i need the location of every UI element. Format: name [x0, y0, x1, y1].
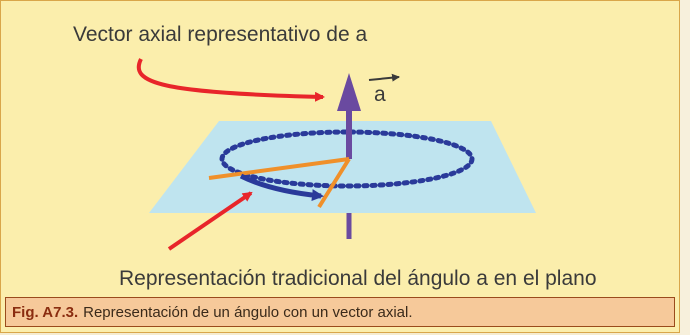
vector-symbol: a [374, 83, 386, 106]
diagram: Vector axial representativo de a a Repre… [73, 23, 597, 290]
angle-label: Representación tradicional del ángulo a … [119, 267, 597, 290]
pointer-to-vector [136, 58, 325, 102]
caption-text: Representación de un ángulo con un vecto… [83, 303, 413, 321]
caption-label: Fig. A7.3. [12, 303, 79, 321]
pointer-to-angle [167, 191, 253, 251]
figure-frame: Vector axial representativo de a a Repre… [0, 0, 680, 333]
vector-label: Vector axial representativo de a [73, 23, 367, 46]
angle-side-2 [317, 157, 351, 209]
page-edge-strip [680, 0, 690, 335]
angle-side-1 [208, 157, 350, 180]
axial-vector-head [337, 73, 361, 111]
angle-arc-arrow [239, 173, 324, 202]
vector-symbol-arrow-icon [368, 73, 400, 82]
figure-caption: Fig. A7.3. Representación de un ángulo c… [5, 297, 675, 327]
